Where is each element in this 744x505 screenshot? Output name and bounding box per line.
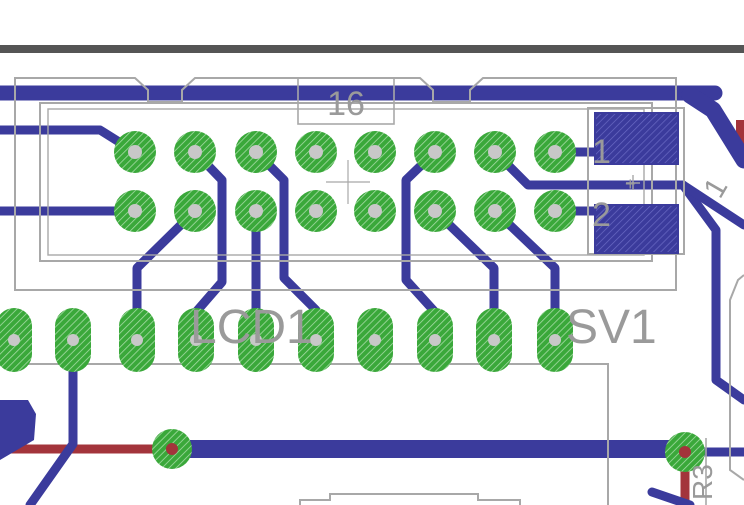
lcd-designator: LCD1 [190,301,313,354]
header-designator: SV1 [566,301,657,354]
board-edge [0,45,744,53]
capacitor-pin-2-label: 2 [592,196,611,234]
pin-count-label: 16 [327,85,365,123]
header-pad-row-2 [114,190,576,232]
resistor-designator: R3 [687,464,718,500]
copper-pour-left [0,400,36,460]
lcd-pad-row [0,308,573,372]
capacitor-footprint [587,107,685,255]
header-pad-row-1 [114,131,576,173]
capacitor-polarity-mark: + [625,174,636,194]
capacitor-pin-1-label: 1 [592,133,611,171]
via-pads [152,429,705,472]
